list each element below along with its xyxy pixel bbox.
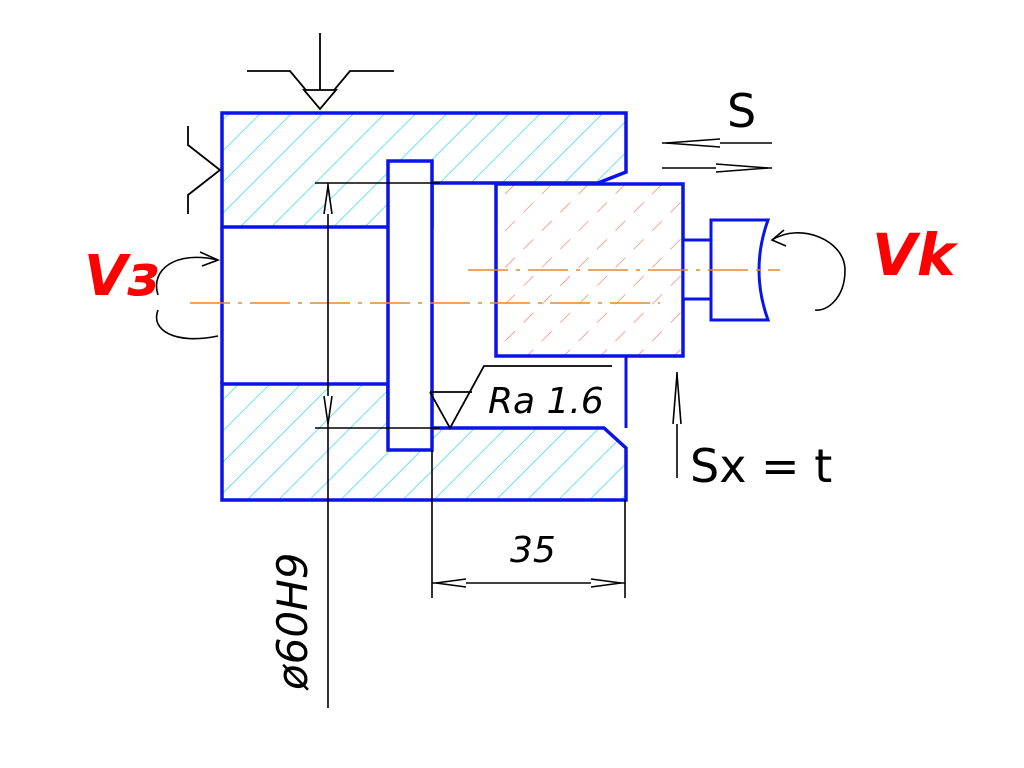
workpiece-groove bbox=[386, 159, 434, 452]
datum-symbol-left bbox=[187, 126, 222, 214]
workpiece-rotation-arrow bbox=[155, 251, 221, 340]
cross-feed-arrow bbox=[672, 372, 682, 478]
length-label: 35 bbox=[510, 530, 556, 571]
datum-symbol-top bbox=[247, 33, 394, 111]
length-dimension bbox=[431, 450, 626, 598]
workpiece bbox=[220, 111, 628, 502]
feed-arrow-right bbox=[715, 163, 769, 173]
length-arrow-left bbox=[435, 578, 467, 588]
feed-arrow-left bbox=[665, 138, 721, 148]
length-arrow-right bbox=[590, 578, 622, 588]
diameter-arrow-top bbox=[323, 185, 333, 215]
cross-feed-label: Sx = t bbox=[690, 439, 832, 493]
roughness-label: Ra 1.6 bbox=[488, 381, 604, 422]
centerlines bbox=[190, 269, 780, 304]
feed-arrows bbox=[662, 138, 772, 173]
roughness-symbol bbox=[429, 365, 612, 430]
tool-speed-label: Vk bbox=[872, 221, 959, 289]
workpiece-speed-label: Vз bbox=[84, 244, 160, 309]
diameter-dimension bbox=[315, 182, 440, 708]
diameter-arrow-bottom bbox=[323, 395, 333, 425]
tool-rotation-arrow bbox=[770, 229, 846, 311]
diameter-label: ø60H9 bbox=[268, 553, 317, 691]
feed-label: S bbox=[727, 84, 756, 138]
